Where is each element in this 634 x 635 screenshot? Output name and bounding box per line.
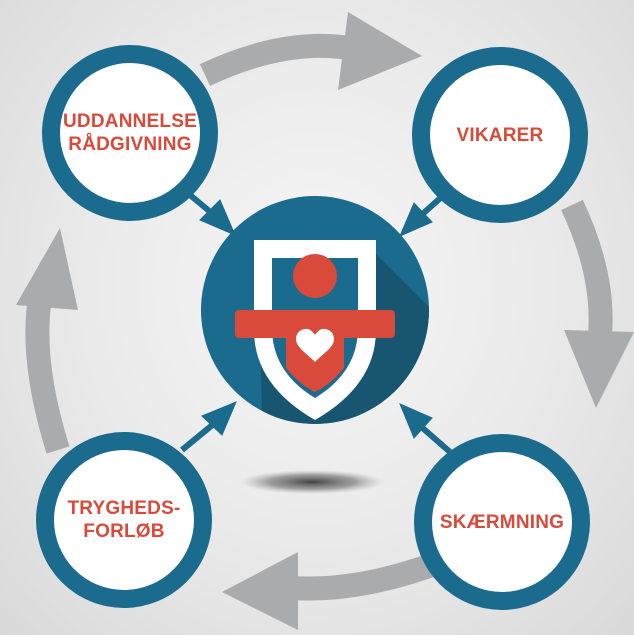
node-label-line: FORLØB bbox=[83, 521, 165, 542]
node-circle-top-left bbox=[42, 45, 218, 221]
node-label-line: VIKARER bbox=[456, 124, 544, 146]
node-label-bottom-right: SKÆRMNING bbox=[432, 482, 572, 562]
cycle-arrow-left bbox=[16, 228, 78, 454]
node-circle-bottom-left bbox=[36, 432, 212, 608]
node-label-line: UDDANNELSE bbox=[63, 111, 197, 132]
connector-arrow-bottom-left bbox=[180, 401, 237, 453]
heart-icon bbox=[296, 328, 334, 362]
center-floor-shadow bbox=[240, 470, 384, 494]
node-label-line: SKÆRMNING bbox=[439, 511, 565, 533]
node-label-top-right: VIKARER bbox=[430, 95, 570, 175]
node-label-top-left: UDDANNELSE RÅDGIVNING bbox=[60, 93, 200, 173]
center-emblem bbox=[201, 196, 429, 424]
connector-arrow-bottom-right bbox=[399, 403, 452, 455]
node-circle-top-right bbox=[412, 47, 588, 223]
node-label-line: RÅDGIVNING bbox=[68, 134, 192, 155]
node-label-bottom-left: TRYGHEDS- FORLØB bbox=[54, 480, 194, 560]
node-label-line: TRYGHEDS- bbox=[67, 498, 181, 519]
cycle-arrow-top bbox=[199, 12, 422, 90]
node-circle-bottom-right bbox=[414, 434, 590, 610]
cycle-arrow-bottom bbox=[222, 550, 445, 630]
cycle-arrow-right bbox=[561, 199, 634, 408]
